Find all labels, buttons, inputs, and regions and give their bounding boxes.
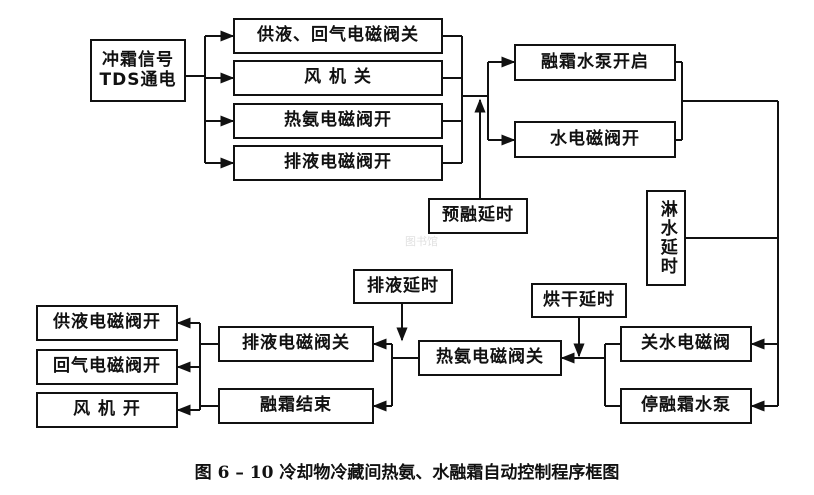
drain-delay-box: 排液延时 bbox=[353, 269, 453, 304]
predefrost-delay-box: 预融延时 bbox=[428, 198, 528, 234]
close-water-valve-box: 关水电磁阀 bbox=[620, 326, 752, 362]
start-signal-box: 冲霜信号 TDS通电 bbox=[90, 39, 186, 102]
merge-bus bbox=[443, 35, 463, 164]
top-action-3: 热氨电磁阀开 bbox=[233, 103, 443, 139]
start-to-bus bbox=[186, 36, 206, 163]
final-action-2: 回气电磁阀开 bbox=[36, 349, 178, 385]
final-action-1: 供液电磁阀开 bbox=[36, 305, 178, 341]
final-merge bbox=[199, 323, 218, 410]
drain-valve-close-box: 排液电磁阀关 bbox=[218, 326, 374, 362]
dry-delay-box: 烘干延时 bbox=[531, 283, 627, 318]
hot-ammonia-close-box: 热氨电磁阀关 bbox=[418, 340, 562, 376]
right-merge bbox=[676, 61, 779, 238]
start-signal-line1: 冲霜信号 bbox=[102, 49, 174, 70]
left-merge bbox=[604, 343, 620, 407]
start-signal-line2: TDS通电 bbox=[99, 69, 177, 90]
stop-pump-box: 停融霜水泵 bbox=[620, 388, 752, 424]
defrost-end-box: 融霜结束 bbox=[218, 388, 374, 424]
figure-caption: 图 6 – 10 冷却物冷藏间热氨、水融霜自动控制程序框图 bbox=[194, 463, 620, 483]
top-action-4: 排液电磁阀开 bbox=[233, 145, 443, 181]
top-action-1: 供液、回气电磁阀关 bbox=[233, 18, 443, 54]
spray-delay-box: 淋水延时 bbox=[646, 190, 686, 286]
top-action-2: 风 机 关 bbox=[233, 60, 443, 96]
watermark: 图书馆 bbox=[405, 235, 438, 248]
melt-pump-on-box: 融霜水泵开启 bbox=[514, 44, 676, 81]
final-action-3: 风 机 开 bbox=[36, 392, 178, 428]
hot-to-split bbox=[391, 344, 418, 406]
water-valve-open-box: 水电磁阀开 bbox=[514, 121, 676, 158]
